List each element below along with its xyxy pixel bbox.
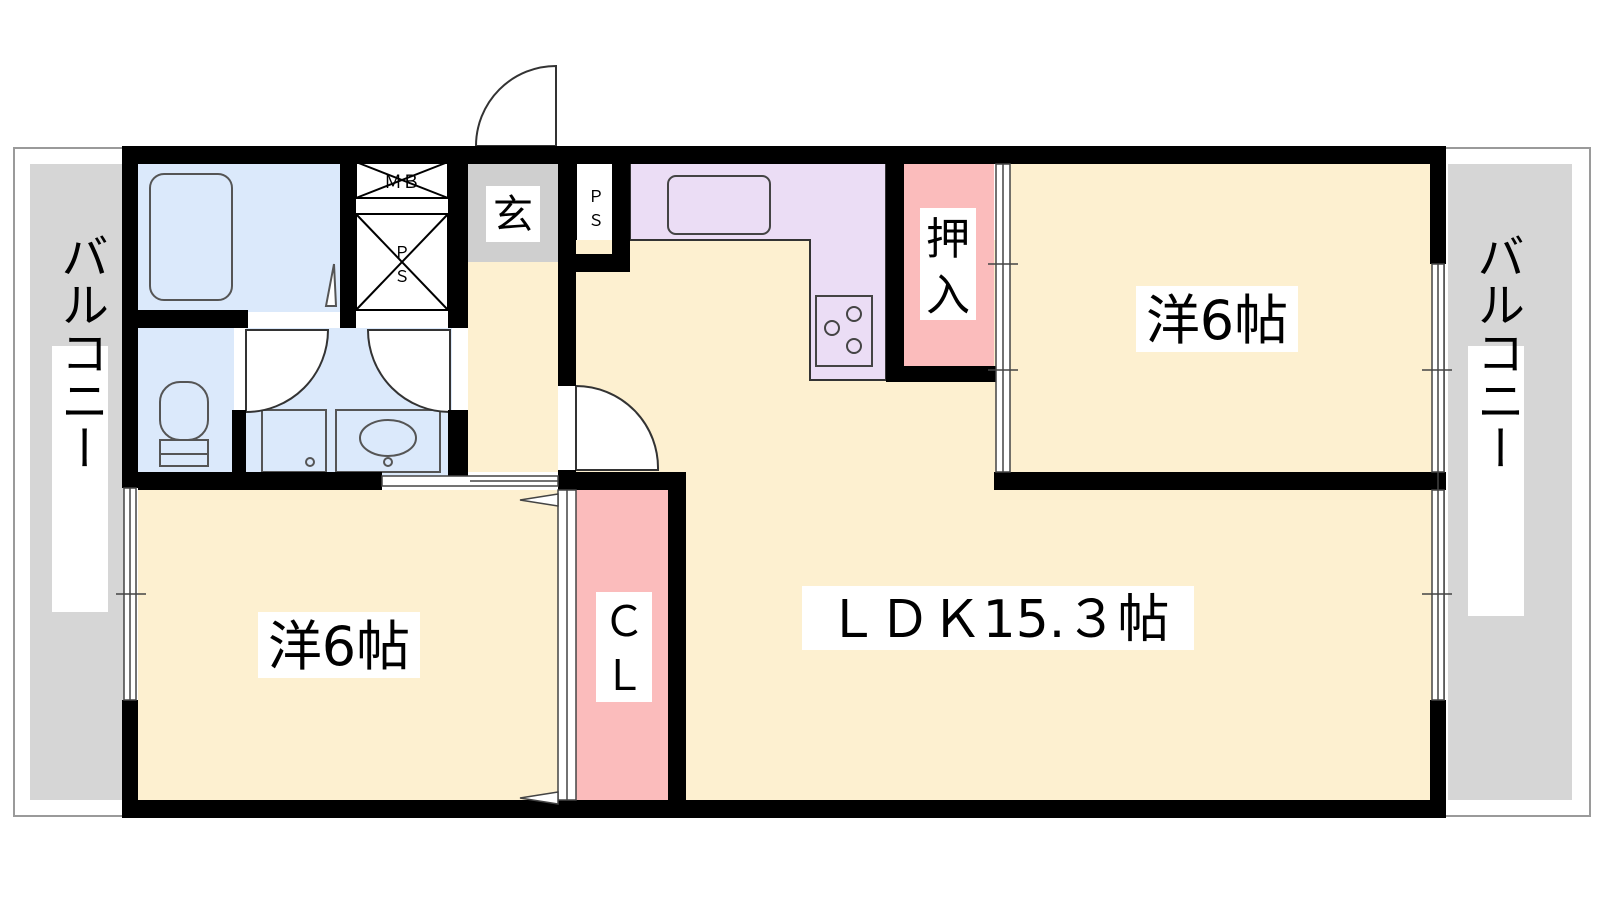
bathroom-floor bbox=[240, 162, 342, 312]
door-swing-bath bbox=[245, 329, 330, 414]
room-label-genkan: 玄 bbox=[493, 192, 533, 238]
ps-box-cross bbox=[355, 213, 449, 311]
kitchen-sink-icon bbox=[667, 175, 771, 235]
ps-label-s: Ｓ bbox=[394, 267, 410, 286]
mb-label: ＭＢ bbox=[384, 172, 420, 193]
stove-icon bbox=[815, 295, 873, 367]
walls bbox=[122, 146, 1446, 818]
room-label-western-left: 洋6帖 bbox=[268, 615, 410, 678]
shower-mark bbox=[324, 263, 338, 307]
door-swing-ldk bbox=[575, 384, 660, 471]
toilet-floor bbox=[138, 328, 234, 476]
room-label-closet-l: Ｌ bbox=[603, 651, 645, 700]
window-panes bbox=[116, 164, 1452, 800]
entrance-door-icon bbox=[474, 64, 557, 147]
balcony-label-left: バルコニー bbox=[52, 232, 108, 472]
room-label-western-right: 洋6帖 bbox=[1146, 289, 1288, 352]
room-label-oshiire-1: 押 bbox=[926, 214, 970, 265]
hall-floor bbox=[468, 262, 558, 472]
bathtub bbox=[149, 173, 233, 301]
balcony-label-right: バルコニー bbox=[1468, 232, 1524, 472]
room-label-oshiire-2: 入 bbox=[926, 270, 970, 321]
balcony-left bbox=[13, 147, 129, 817]
room-label-closet-c: Ｃ bbox=[603, 597, 645, 646]
mb-box-cross bbox=[355, 161, 449, 199]
ps-small-label-p: Ｐ bbox=[588, 187, 604, 206]
drain-icon bbox=[305, 457, 315, 467]
door-swing-wash bbox=[366, 329, 451, 414]
bathtub-area bbox=[138, 162, 242, 312]
ps-label-p: Ｐ bbox=[394, 243, 410, 262]
sliding-door-marks bbox=[519, 493, 559, 805]
label-backgrounds bbox=[52, 186, 1524, 702]
sink-icon bbox=[335, 409, 441, 473]
toilet bbox=[159, 381, 209, 467]
room-label-ldk: ＬＤＫ15.３帖 bbox=[827, 590, 1170, 650]
ps-small-label-s: Ｓ bbox=[588, 211, 604, 230]
